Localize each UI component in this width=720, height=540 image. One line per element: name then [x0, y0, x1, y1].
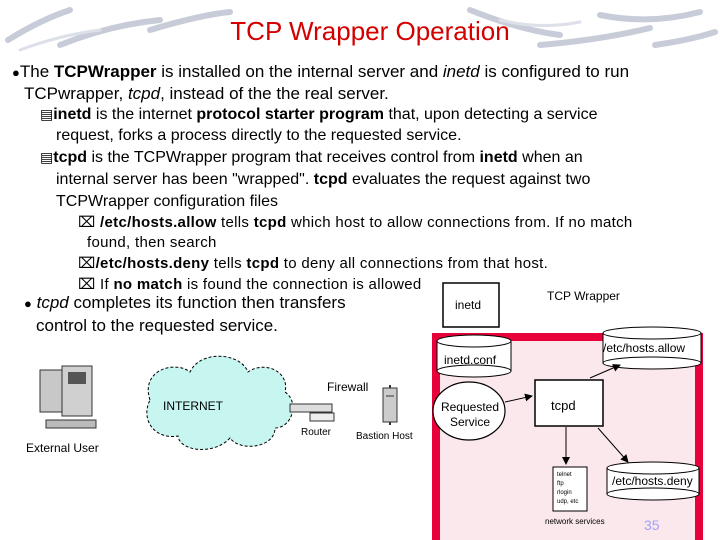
sub-3-item-1-b: which host to allow connections from. If…: [286, 214, 633, 231]
sub-2-bold: tcpd: [53, 149, 88, 166]
services-list: telnet ftp rlogin udp, etc: [557, 471, 578, 507]
sub-1-line-1: ▤inetd is the internet protocol starter …: [40, 106, 597, 124]
sub-3-item-1: ⌧ /etc/hosts.allow tells tcpd which host…: [78, 213, 633, 231]
inetd-conf-label: inetd.conf: [444, 353, 497, 367]
sub-3-item-2-a: tells: [209, 255, 247, 272]
bullet-1-line-2: TCPwrapper, tcpd, instead of the the rea…: [24, 84, 389, 104]
boxed-x-icon: ⌧: [78, 255, 96, 272]
requested-service-label-2: Service: [449, 415, 490, 429]
bullet-2-line-2: control to the requested service.: [36, 316, 278, 335]
sub-3-item-2: ⌧/etc/hosts.deny tells tcpd to deny all …: [78, 254, 548, 272]
requested-service-oval: [432, 381, 506, 441]
service-item: ftp: [557, 481, 564, 487]
inetd-conf-cylinder: [436, 334, 512, 378]
bullet-1-line2-a: TCPwrapper,: [24, 84, 128, 103]
bullet-icon: ●: [12, 65, 20, 80]
sub-3-item-2-bold2: tcpd: [246, 255, 280, 272]
sub-2-line2-bold: tcpd: [313, 171, 348, 188]
inetd-label: inetd: [455, 298, 482, 312]
firewall-label: Firewall: [327, 380, 369, 394]
services-box: [552, 466, 588, 512]
service-item: rlogin: [557, 490, 572, 496]
sub-1-line-2: request, forks a process directly to the…: [56, 127, 462, 144]
tcpd-box: [534, 379, 604, 427]
sub-3-item-3: ⌧ If no match is found the connection is…: [78, 275, 422, 293]
bullet-1-line2-b: , instead of the the real server.: [160, 84, 389, 103]
bullet-1-prefix: The: [19, 62, 54, 81]
bullet-1-bold: TCPWrapper: [53, 62, 157, 81]
bullet-1-line2-italic: tcpd: [127, 84, 161, 103]
sub-1-bold2: protocol starter program: [196, 106, 384, 123]
sub-2-line2-a: internal server has been "wrapped".: [56, 171, 314, 188]
bullet-1-mid: is installed on the internal server and: [156, 62, 443, 81]
hosts-deny-label: /etc/hosts.deny: [612, 474, 693, 488]
sub-3-item-2-b: to deny all connections from that host.: [279, 255, 549, 272]
bullet-2-line-1: ● tcpd completes its function then trans…: [24, 293, 346, 313]
sub-3-item-3-a: If: [95, 276, 114, 293]
sub-2-line-1: ▤tcpd is the TCPWrapper program that rec…: [40, 149, 583, 167]
sub-2-bold2: inetd: [479, 149, 518, 166]
document-icon: ▤: [40, 106, 54, 122]
tcpd-label: tcpd: [551, 398, 576, 413]
sub-2-text1: is the TCPWrapper program that receives …: [87, 149, 480, 166]
boxed-x-icon: ⌧: [78, 214, 96, 231]
requested-service-label-1: Requested: [440, 400, 500, 414]
sub-1-bold: inetd: [53, 106, 92, 123]
document-icon: ▤: [40, 149, 54, 165]
service-item: telnet: [557, 472, 572, 478]
bullet-icon: ●: [24, 296, 32, 311]
sub-3-item-3-bold: no match: [113, 276, 183, 293]
header-decoration: [5, 7, 718, 52]
computer-icon: [39, 365, 97, 429]
router-label: Router: [301, 427, 332, 438]
bastion-host-label: Bastion Host: [356, 431, 413, 442]
inetd-box: [442, 282, 500, 328]
bullet-2-italic: tcpd: [36, 293, 69, 312]
bullet-1-suffix: is configured to run: [479, 62, 630, 81]
router-icon: [289, 403, 335, 422]
sub-3-item-1-bold2: tcpd: [253, 214, 287, 231]
sub-3-item-3-b: is found the connection is allowed: [182, 276, 422, 293]
bullet-2-text: completes its function then transfers: [68, 293, 346, 312]
sub-2-line-2: internal server has been "wrapped". tcpd…: [56, 171, 590, 189]
slide-title: TCP Wrapper Operation: [230, 16, 510, 46]
hosts-allow-cylinder: [602, 326, 702, 370]
sub-2-line2-b: evaluates the request against two: [347, 171, 591, 188]
hosts-allow-label: /etc/hosts.allow: [603, 341, 686, 355]
network-diagram: [39, 282, 702, 512]
external-user-label: External User: [26, 441, 99, 455]
boxed-x-icon: ⌧: [78, 276, 96, 293]
bullet-1-italic: inetd: [442, 62, 480, 81]
sub-1-text1: is the internet: [91, 106, 197, 123]
page-number: 35: [644, 517, 660, 533]
hosts-deny-cylinder: [606, 461, 700, 501]
internet-label: INTERNET: [163, 399, 223, 413]
sub-3-item-1-a: tells: [216, 214, 254, 231]
sub-3-item-1-bold: /etc/hosts.allow: [95, 214, 217, 231]
tcp-wrapper-label: TCP Wrapper: [547, 289, 620, 303]
service-item: udp, etc: [557, 499, 579, 505]
sub-2-text2: when an: [517, 149, 583, 166]
sub-3-item-2-bold: /etc/hosts.deny: [95, 255, 210, 272]
sub-1-text2: that, upon detecting a service: [384, 106, 598, 123]
bastion-host-icon: [382, 387, 398, 423]
sub-3-item-1-line-2: found, then search: [87, 234, 217, 251]
sub-2-line-3: TCPWrapper configuration files: [56, 193, 279, 210]
network-services-label: network services: [545, 517, 605, 526]
bullet-1-line-1: ●The TCPWrapper is installed on the inte…: [12, 62, 629, 82]
